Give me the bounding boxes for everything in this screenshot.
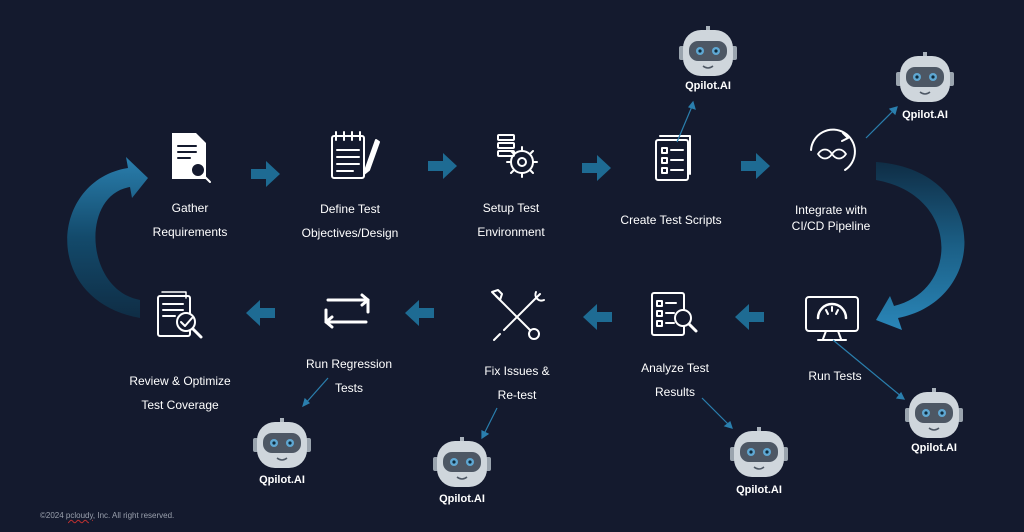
monitor-gear-icon (805, 296, 859, 341)
copyright-footer: ©2024 pcloudy, Inc. All right reserved. (40, 511, 175, 520)
bot-connectors (302, 100, 906, 440)
arrow-gather-to-define (251, 161, 280, 187)
bot-label: Qpilot.AI (902, 109, 948, 121)
arrow-fix-to-regression (405, 300, 434, 326)
report-magnifier-icon (651, 292, 698, 336)
notepad-pen-icon (331, 131, 380, 179)
right-loop-arrow (876, 162, 965, 330)
document-check-icon (157, 291, 203, 339)
document-search-icon (172, 133, 211, 183)
qpilot-bot-avatar (895, 51, 955, 103)
arrow-define-to-setup (428, 153, 457, 179)
arrow-create-to-integrate (741, 153, 770, 179)
bot-label: Qpilot.AI (439, 493, 485, 505)
loop-arrows-icon (324, 293, 370, 329)
top-row-arrows (251, 153, 770, 187)
infinity-cycle-icon (810, 128, 856, 171)
bot-label: Qpilot.AI (685, 80, 731, 92)
qpilot-bot-avatar (252, 417, 312, 469)
qpilot-bot-avatar (678, 25, 738, 77)
bot-label: Qpilot.AI (736, 484, 782, 496)
step-create-scripts: Create Test Scripts (620, 213, 722, 227)
qpilot-bot-avatar (432, 436, 492, 488)
arrow-regression-to-review (246, 300, 275, 326)
bot-label: Qpilot.AI (911, 442, 957, 454)
bottom-row-arrows (246, 300, 764, 330)
step-run-tests: Run Tests (808, 369, 862, 383)
qpilot-bot-avatar (904, 387, 964, 439)
bot-label: Qpilot.AI (259, 474, 305, 486)
arrow-analyze-to-fix (583, 304, 612, 330)
server-gear-icon (497, 134, 538, 178)
arrow-run-to-analyze (735, 304, 764, 330)
left-loop-arrow (67, 157, 148, 318)
tools-icon (491, 289, 545, 341)
checklist-icon (655, 135, 691, 181)
qpilot-bot-avatar (729, 426, 789, 478)
arrow-setup-to-create (582, 155, 611, 181)
step-fix-issues: Fix Issues &Re-test (484, 364, 550, 402)
